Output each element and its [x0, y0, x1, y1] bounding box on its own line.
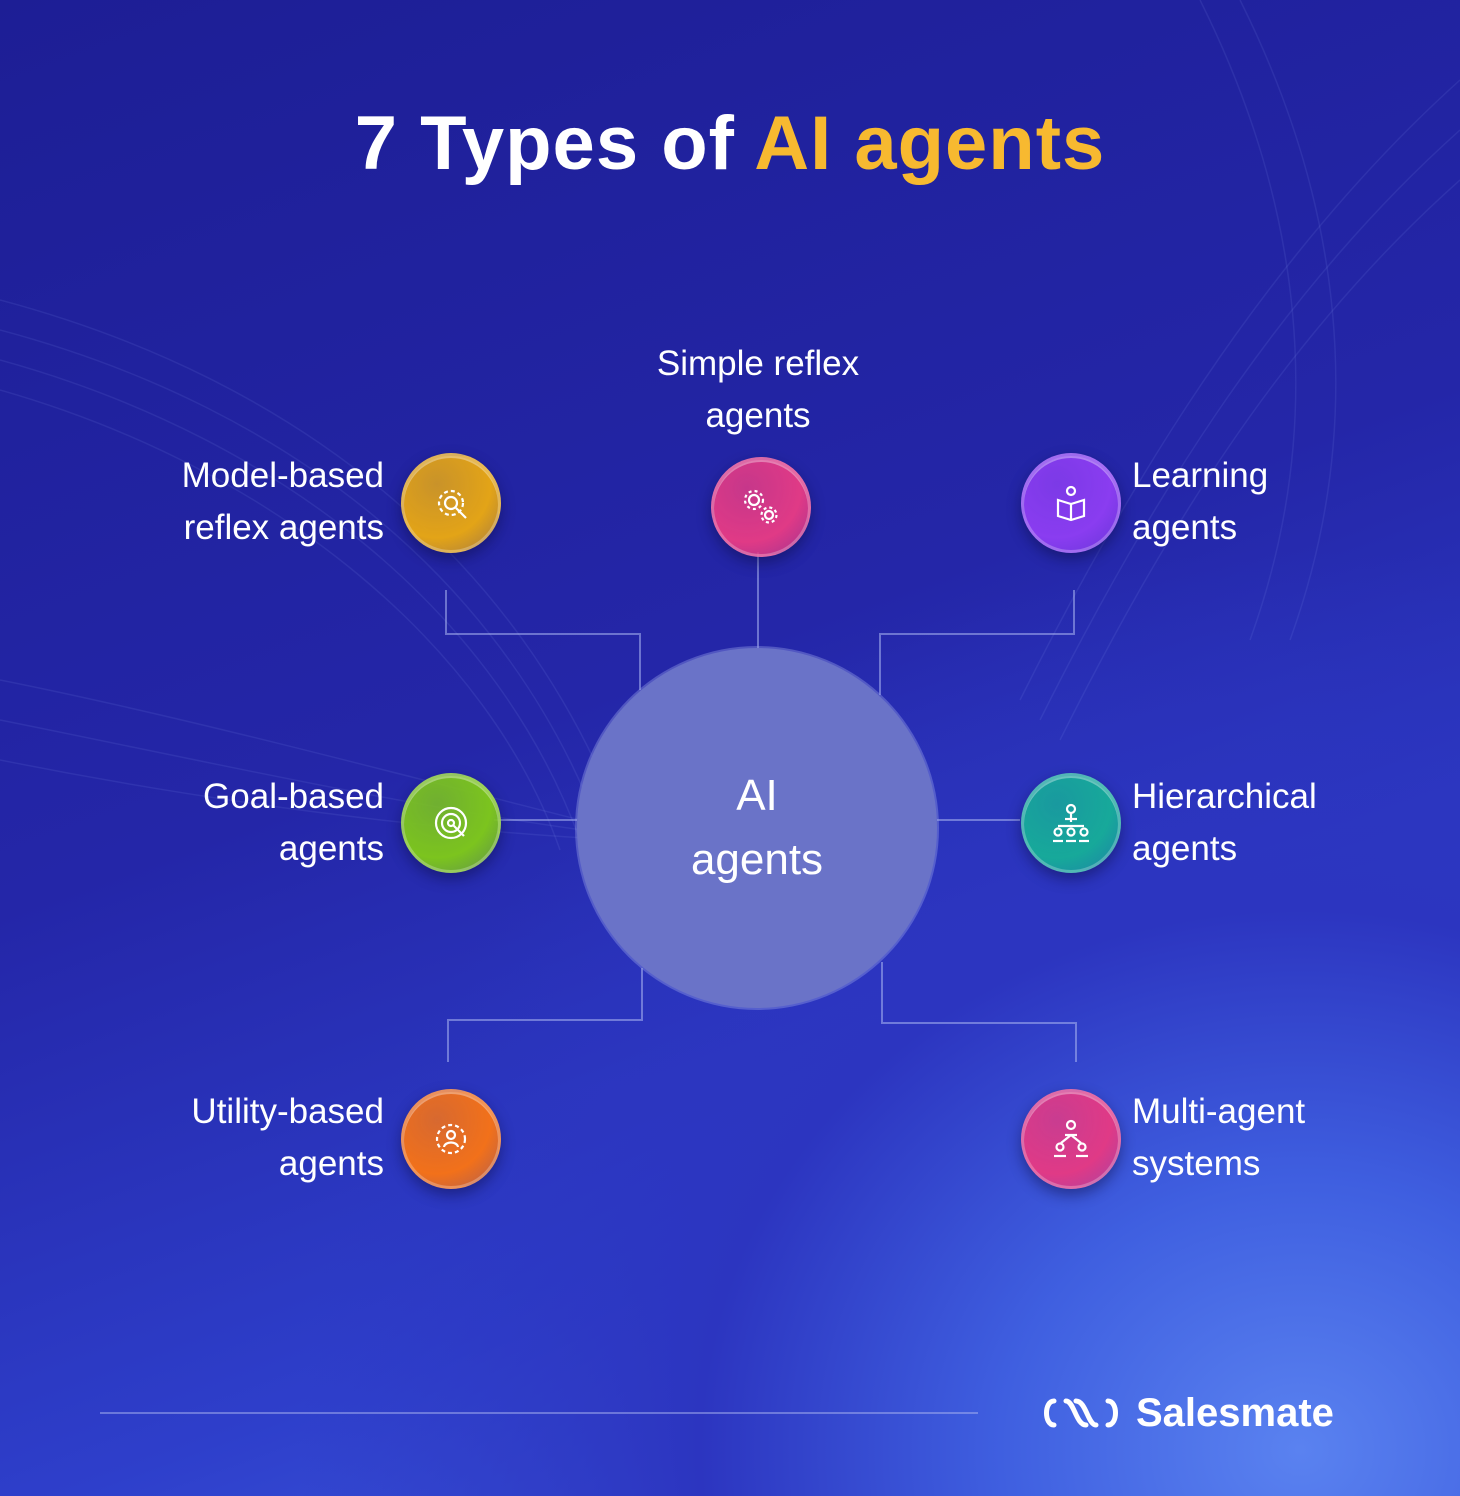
connector-utility-based: [447, 968, 643, 1062]
connector-model-based: [445, 590, 641, 690]
reading-person-icon: [1056, 485, 1086, 522]
gears-icon: [743, 489, 778, 524]
node-learning: [1021, 453, 1121, 553]
label-simple-reflex: Simple reflex agents: [656, 344, 860, 435]
node-hierarchical: [1021, 773, 1121, 873]
label-goal-based: Goal-based agents: [203, 777, 384, 868]
page-title: 7 Types of AI agents: [0, 100, 1460, 187]
center-line2: agents: [690, 835, 824, 884]
org-chart-icon: [1053, 803, 1089, 843]
label-learning: Learning agents: [1132, 456, 1269, 547]
node-multi-agent: [1021, 1089, 1121, 1189]
connector-learning: [879, 590, 1075, 695]
gear-person-icon: [435, 1123, 467, 1155]
label-hierarchical: Hierarchical agents: [1132, 777, 1317, 868]
title-prefix: 7 Types of: [354, 101, 755, 186]
center-line1: AI: [736, 771, 778, 820]
network-people-icon: [1054, 1119, 1088, 1158]
node-utility-based: [401, 1089, 501, 1189]
node-simple-reflex: [711, 457, 811, 557]
label-multi-agent: Multi-agent systems: [1132, 1092, 1306, 1183]
label-model-based: Model-based reflex agents: [181, 456, 384, 547]
node-goal-based: [401, 773, 501, 873]
salesmate-logo-icon: [1044, 1398, 1118, 1428]
title-highlight: AI agents: [754, 101, 1106, 186]
target-icon: [434, 806, 468, 840]
node-model-based: [401, 453, 501, 553]
gear-wrench-icon: [437, 489, 467, 519]
connector-multi-agent: [881, 962, 1077, 1062]
center-hub: AI agents: [577, 648, 937, 1008]
brand-logo: Salesmate: [1040, 1386, 1334, 1440]
brand-name: Salesmate: [1136, 1390, 1334, 1435]
label-utility-based: Utility-based agents: [191, 1092, 384, 1183]
